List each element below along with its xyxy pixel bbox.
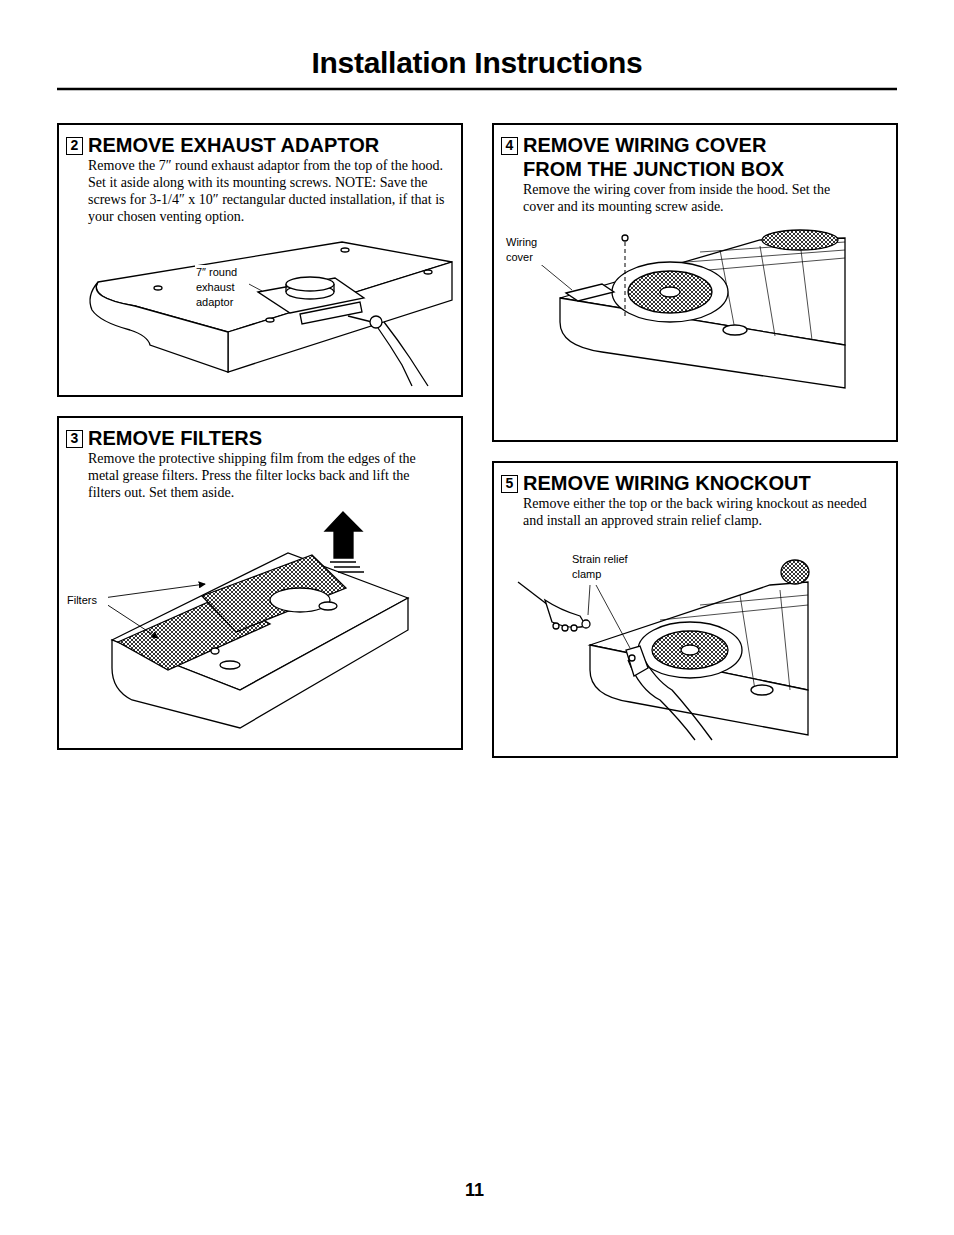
step-panel: REMOVE FILTERSRemove the protective ship… (57, 416, 463, 750)
arm (518, 582, 548, 605)
screw (622, 235, 628, 241)
step-number-box: 2 (66, 137, 83, 155)
leader-line (247, 283, 262, 291)
clamp-part (562, 625, 568, 631)
hand (626, 646, 648, 676)
step-number: 5 (506, 475, 514, 491)
clamp-part (553, 623, 559, 629)
filter (202, 555, 346, 632)
part-label: Filters (66, 593, 108, 608)
adaptor-collar-top (286, 277, 334, 291)
hood-drawing (518, 560, 809, 740)
light (751, 685, 773, 695)
page-number: 11 (465, 1180, 495, 1201)
hand (545, 600, 586, 627)
wiring-cover (566, 284, 614, 301)
leader-line (103, 602, 158, 638)
step-text: Remove the wiring cover from inside the … (523, 181, 843, 215)
hole (341, 248, 349, 252)
clamp-part (571, 625, 577, 631)
step-text: Remove the 7″ round exhaust adaptor from… (88, 157, 454, 225)
screw-path (625, 242, 626, 318)
fan-grille (762, 230, 838, 250)
step-heading: REMOVE EXHAUST ADAPTOR (88, 133, 448, 157)
screwdriver (348, 316, 372, 322)
part-label: Strain relief clamp (571, 552, 643, 582)
fan-hub (660, 287, 680, 297)
adaptor-tab (300, 302, 362, 324)
hole (266, 318, 274, 322)
hood-front (228, 262, 452, 372)
filter-lock (211, 648, 219, 654)
arm (378, 322, 428, 386)
leader-line (538, 262, 572, 290)
step-number: 4 (506, 137, 514, 153)
light (723, 325, 747, 335)
hole (154, 286, 162, 290)
part-label: Wiring cover (505, 235, 547, 265)
hole (424, 270, 432, 274)
hood-drawing (90, 242, 452, 386)
motion-lines (330, 562, 364, 572)
fan-grille (781, 560, 809, 584)
header-rule (57, 88, 897, 91)
light (220, 661, 240, 669)
hood-drawing (112, 512, 408, 728)
step-heading: REMOVE WIRING COVER FROM THE JUNCTION BO… (523, 133, 823, 181)
hood-drawing (560, 230, 845, 388)
step-number-box: 4 (501, 137, 518, 155)
part-label: 7″ round exhaust adaptor (195, 265, 249, 310)
fan-ring (612, 262, 728, 322)
step-panel: REMOVE EXHAUST ADAPTORRemove the 7″ roun… (57, 123, 463, 397)
leader-line (596, 585, 630, 648)
step-heading: REMOVE FILTERS (88, 426, 448, 450)
page-title: Installation Instructions (57, 46, 897, 80)
fan-hub (681, 645, 699, 655)
step-text: Remove either the top or the back wiring… (523, 495, 885, 529)
light (319, 602, 337, 610)
step-number-box: 5 (501, 475, 518, 493)
step-panel: REMOVE WIRING KNOCKOUTRemove either the … (492, 461, 898, 758)
knockout (629, 655, 635, 661)
fan-grille (628, 271, 712, 313)
step-panel: REMOVE WIRING COVER FROM THE JUNCTION BO… (492, 123, 898, 442)
step-number: 3 (71, 430, 79, 446)
leader-line (103, 584, 205, 598)
strain-relief-clamp (582, 620, 590, 628)
fan-ring (638, 622, 742, 678)
step-heading: REMOVE WIRING KNOCKOUT (523, 471, 883, 495)
hand (370, 316, 382, 328)
fan-grille (652, 631, 728, 669)
step-number: 2 (71, 137, 79, 153)
step-number-box: 3 (66, 430, 83, 448)
step-text: Remove the protective shipping film from… (88, 450, 438, 501)
leader-line (588, 585, 590, 615)
lift-arrow (325, 512, 362, 558)
grid-lines (640, 242, 845, 340)
